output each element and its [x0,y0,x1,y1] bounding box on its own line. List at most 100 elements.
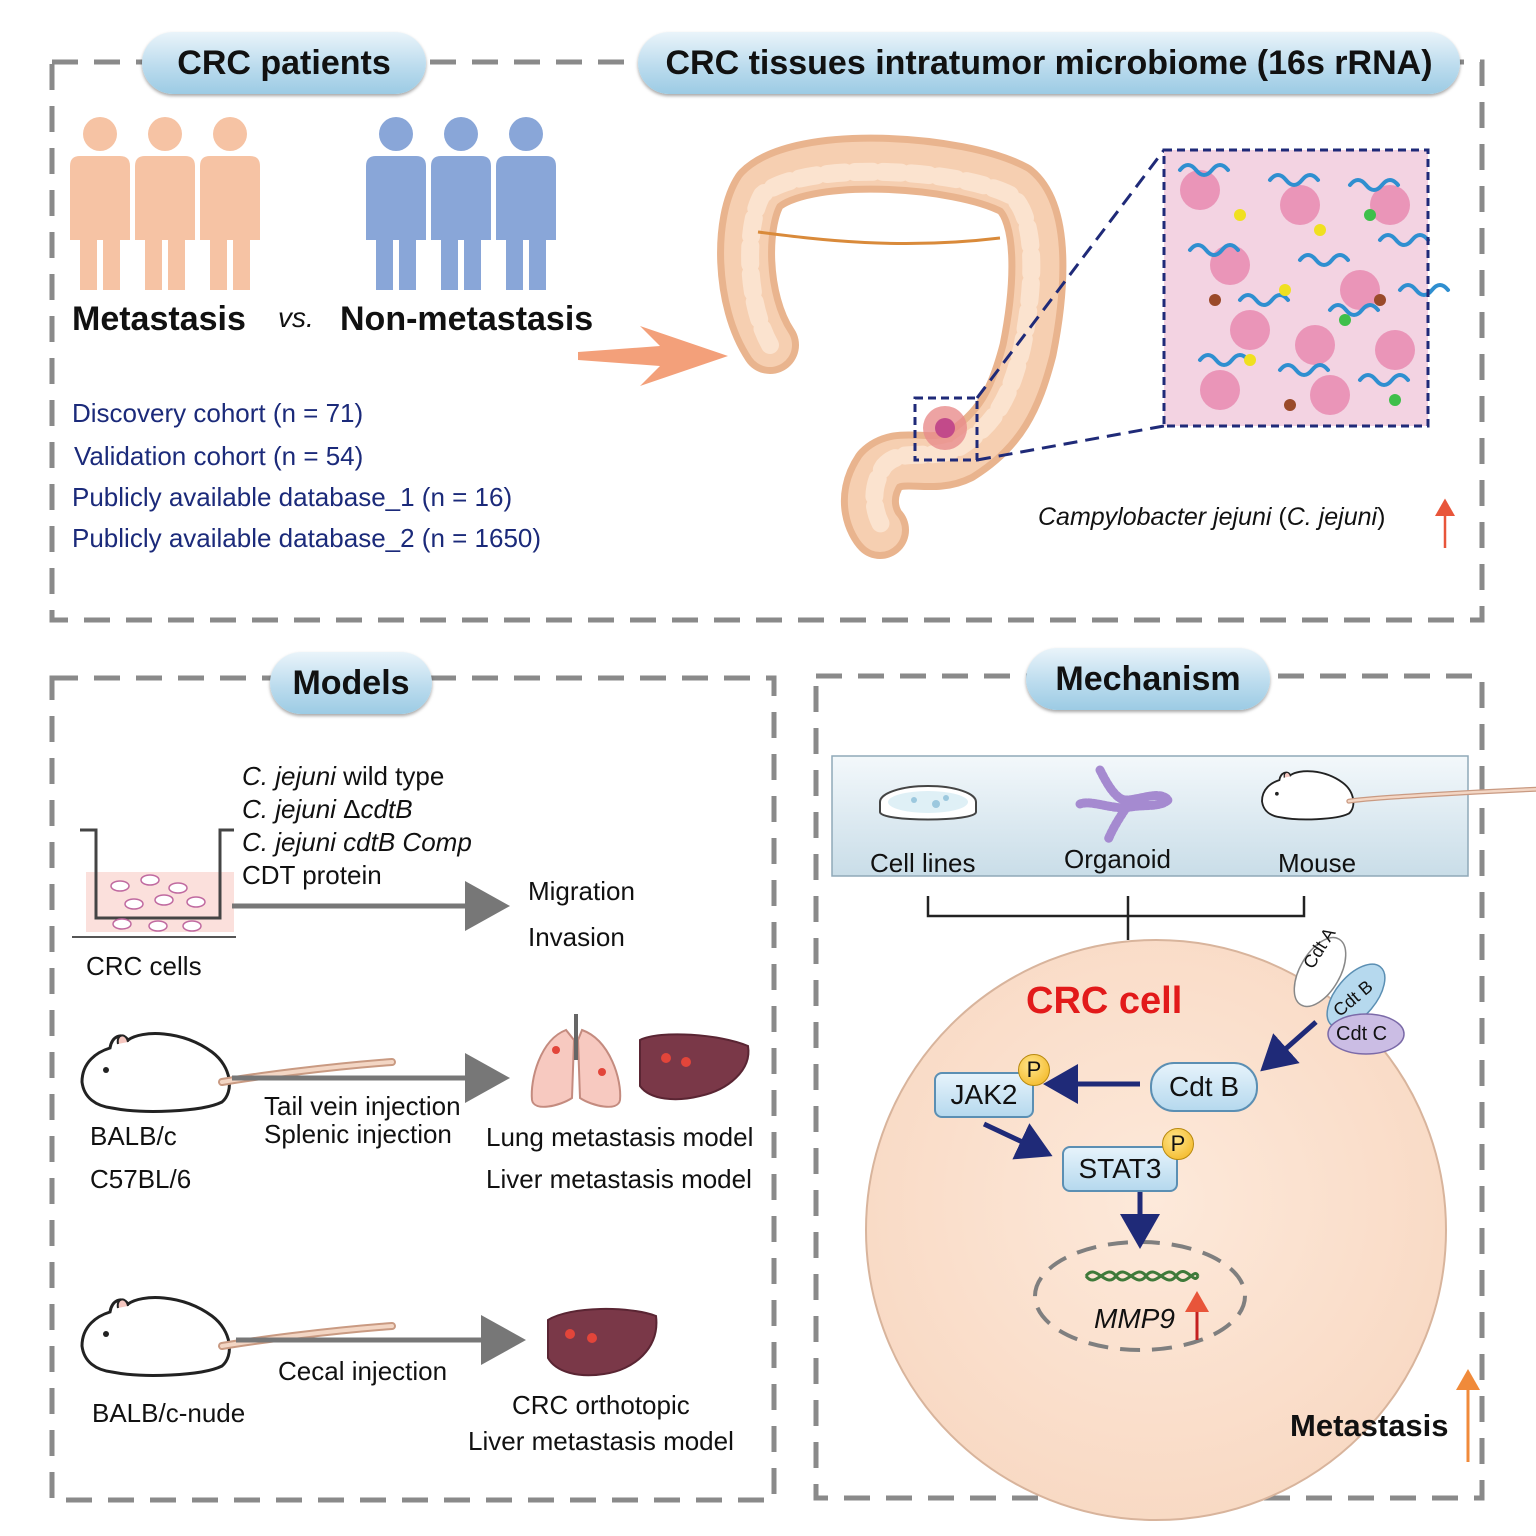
bacterium-icon [1358,373,1410,387]
bacterium-icon [1398,283,1450,297]
treatment-delta: Δ [343,794,361,824]
tumor-cell-nucleus [1340,270,1380,310]
lung-model-label: Lung metastasis model [486,1122,754,1152]
vs-label: vs. [278,302,314,333]
bacterium-icon [1188,243,1240,257]
pill-mechanism-label: Mechanism [1055,659,1241,698]
transwell-icon [72,828,236,938]
lung-icon [530,1014,622,1108]
crc-cell-dot [182,920,202,932]
bacterium-icon [1198,353,1250,367]
cell-lines-label: Cell lines [870,848,976,878]
microbe-dot [1389,394,1401,406]
tumor-cell-nucleus [1180,170,1220,210]
mouse-label: Mouse [1278,848,1357,878]
crc-cell-dot [110,880,130,892]
person-icon [431,117,491,290]
arrow-jak2-to-stat3 [982,1121,1053,1160]
colon-icon [717,134,1067,559]
tumor-cell-nucleus [1200,370,1240,410]
organoid-label: Organoid [1064,844,1171,874]
tail-vein-label: Tail vein injection [264,1091,461,1121]
microbe-dot [1279,284,1291,296]
phospho-badge-stat3: P [1162,1128,1194,1160]
bacterium-icon [1378,233,1430,247]
organoid-icon [1075,765,1175,845]
crc-cell-dot [112,918,132,930]
nucleus [1033,1240,1247,1352]
salmon-arrow-icon [578,326,728,386]
nude-label: BALB/c-nude [92,1398,246,1428]
treatment-wt: wild type [343,761,445,791]
treatment-cj-1: C. jejuni [242,761,336,791]
crc-cell-dot [168,882,188,894]
tumor-cell-nucleus [1210,245,1250,285]
bacterium-icon [1298,253,1350,267]
treatment-comp: cdtB Comp [343,827,472,857]
microbe-dot [1284,399,1296,411]
person-icon [70,117,130,290]
migration-label: Migration [528,876,635,906]
crc-cell-dot [154,894,174,906]
cdt-b-bubble: Cdt B [1150,1062,1258,1112]
pill-microbiome-label: CRC tissues intratumor microbiome (16s r… [665,43,1433,82]
cohort-public-1: Publicly available database_1 (n = 16) [72,482,513,512]
crc-cell-dot [140,874,160,886]
petri-dish-icon [879,785,977,821]
crc-cell-dot [124,898,144,910]
tumor-cell-nucleus [1370,185,1410,225]
treatment-delta-cdtb: C. jejuni ΔcdtB [242,796,413,822]
bracket-connector [926,896,1306,918]
stat3-label: STAT3 [1078,1153,1162,1184]
microbe-dot [1234,209,1246,221]
crc-cell-dot [148,920,168,932]
metastasis-label: Metastasis [72,300,246,338]
tumor-zoom-box [913,396,979,462]
c57-label: C57BL/6 [90,1164,192,1194]
finding-close: ) [1377,503,1386,531]
tumor-cell-nucleus [1280,185,1320,225]
pill-mechanism: Mechanism [1026,648,1270,710]
person-icon [366,117,426,290]
treatment-cdt-protein: CDT protein [242,860,382,890]
metastasis-result-label: Metastasis [1290,1408,1449,1443]
microbe-dot [1374,294,1386,306]
treatment-cj-3: C. jejuni [242,827,336,857]
jak2-label: JAK2 [950,1079,1018,1110]
dna-icon [1084,1270,1200,1282]
person-icon [200,117,260,290]
cdt-toxin-complex [1293,936,1405,1055]
liver-icon [547,1307,658,1377]
bacterium-icon [1268,173,1320,187]
jak2-bubble: JAK2 [934,1072,1034,1118]
arrow-cdt-to-cdtb [1260,1020,1318,1072]
pill-models-label: Models [292,663,410,702]
microbe-dot [1209,294,1221,306]
pill-microbiome: CRC tissues intratumor microbiome (16s r… [638,32,1460,94]
orthotopic-label: CRC orthotopic [512,1390,690,1420]
phospho-badge-jak2: P [1018,1054,1050,1086]
mmp9-label: MMP9 [1094,1303,1175,1334]
bacterium-icon [1328,303,1380,317]
orthotopic-liver-label: Liver metastasis model [468,1426,734,1456]
finding-label: Campylobacter jejuni (C. jejuni) [1038,505,1385,530]
bacterium-icon [1178,163,1230,177]
liver-model-label: Liver metastasis model [486,1164,752,1194]
tumor-cell-nucleus [1295,325,1335,365]
treatment-cj-2: C. jejuni [242,794,336,824]
crc-cells-label: CRC cells [86,951,202,981]
non-metastasis-label: Non-metastasis [340,300,594,338]
cdt-c-label: Cdt C [1336,1023,1388,1045]
finding-abbr: C. jejuni [1286,503,1378,531]
tumor-microbiome-illustration [1162,148,1450,428]
treatment-cdtb: cdtB [360,794,413,824]
mouse-icon [80,1296,396,1377]
bacterium-icon [1348,178,1400,192]
treatment-wild-type: C. jejuni wild type [242,763,444,789]
bacterium-icon [1278,363,1330,377]
tumor-cell-nucleus [1375,330,1415,370]
phospho-label-jak2: P [1026,1057,1042,1082]
microbe-dot [1314,224,1326,236]
treatment-cdtb-comp: C. jejuni cdtB Comp [242,829,472,855]
